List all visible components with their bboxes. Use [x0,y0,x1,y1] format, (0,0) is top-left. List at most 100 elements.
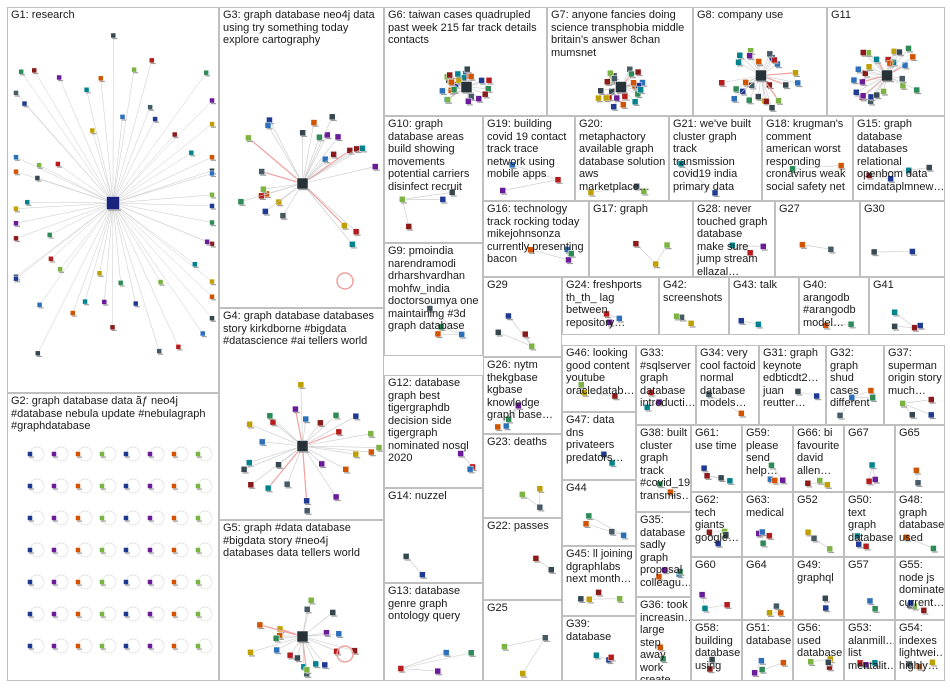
g42-vertex-shadow-1 [689,326,696,328]
g4-vertex-19 [269,418,277,426]
g26-vertex-shadow-1 [504,428,511,431]
g33-vertex-shadow-0 [645,410,652,412]
g49-graph [822,595,831,613]
g6-vertex-4 [444,96,451,103]
group-panel-g56: G56: used database [793,620,844,681]
g8-vertex-shadow-14 [777,103,784,105]
g1-vertex-10 [175,344,182,350]
g4-vertex-shadow-22 [268,418,275,420]
g2-vertex-shadow-37 [149,584,154,586]
g1-vertex-31 [34,175,41,181]
group-panel-g55: G55: node js dominate current… [895,557,945,620]
g7-vertex-shadow-4 [607,100,614,102]
g2-vertex-shadow-42 [77,616,82,618]
g1-vertex-19 [35,350,41,357]
g33-graph [643,389,664,412]
g4-vertex-18 [375,444,383,451]
g11-vertex-18 [860,49,867,56]
g4-vertex-shadow-15 [344,472,351,474]
g32-vertex-shadow-0 [850,400,857,402]
g7-vertex-shadow-23 [639,92,646,94]
g5-vertex-shadow-hub [298,642,310,644]
g44-vertex-1 [585,512,593,520]
g56-graph [807,655,835,672]
g29-vertex-2 [495,329,502,336]
g3-vertex-shadow-22 [263,214,270,216]
g52-vertex-2 [826,545,833,553]
g1-vertex-41 [83,86,90,93]
g1-vertex-shadow-4 [211,284,216,286]
g11-vertex-12 [855,65,862,73]
g48-vertex-shadow-1 [905,540,912,542]
g11-vertex-shadow-4 [869,99,876,102]
g1-vertex-8 [200,330,206,337]
g7-vertex-shadow-25 [599,93,606,95]
g38-vertex-shadow-1 [668,495,675,497]
g1-vertex-shadow-36 [23,106,29,108]
g48-vertex-shadow-0 [931,551,938,553]
g47-graph [600,451,617,468]
g29-vertex-1 [521,330,529,338]
g12-vertex-shadow-2 [468,472,475,474]
g4-vertex-16 [275,461,282,468]
g4-vertex-shadow-6 [369,436,376,438]
g2-vertex-shadow-20 [125,520,130,522]
g22-graph [532,555,556,574]
g7-vertex-shadow-24 [632,85,639,87]
g46-vertex-2 [611,392,619,400]
g57-vertex-shadow-1 [873,611,880,613]
g30-vertex-0 [870,248,878,256]
group-panel-g36: G36: took increasin… large step away wor… [636,597,691,681]
g37-vertex-shadow-1 [929,402,936,404]
g2-vertex-17 [51,515,57,521]
g5-vertex-5 [307,597,315,604]
g55-vertex-shadow-1 [922,613,929,615]
g45-vertex-shadow-3 [579,601,586,604]
g45-vertex-shadow-2 [597,595,604,597]
g60-vertex-1 [723,601,731,608]
g51-vertex-1 [758,657,765,664]
g6-vertex-shadow-25 [449,85,456,87]
g1-edge-12 [112,202,137,304]
g54-vertex-shadow-0 [917,669,924,671]
g8-vertex-shadow-10 [737,65,744,67]
g1-edge-51 [112,100,213,204]
g24-vertex-0 [603,310,610,318]
g15-edge-3 [869,170,909,176]
g65-vertex-1 [914,479,922,487]
g35-graph [655,566,685,581]
g3-edge-19 [263,183,303,190]
g6-vertex-22 [475,95,483,102]
g1-edge-42 [100,78,114,204]
g49-vertex-0 [822,595,829,602]
g3-vertex-16 [310,119,318,126]
g9-graph [426,305,467,339]
group-panel-g18: G18: krugman's comment american worst re… [762,116,853,201]
g2-vertex-41 [51,611,57,617]
g8-vertex-shadow-17 [741,94,748,96]
g8-vertex-shadow-0 [784,87,791,90]
g7-vertex-shadow-21 [615,101,622,103]
g29-vertex-3 [505,312,512,320]
g2-vertex-53 [147,643,153,649]
g4-edge-14 [267,445,303,489]
g1-vertex-shadow-12 [134,306,140,308]
g1-vertex-shadow-46 [150,62,156,65]
g28-edge-2 [732,244,764,247]
g15-vertex-shadow-0 [867,178,874,180]
g46-edge-2 [584,392,615,397]
g1-vertex-shadow-47 [149,109,155,111]
g4-vertex-shadow-0 [293,412,300,414]
g56-vertex-shadow-0 [828,662,835,664]
g15-graph [865,164,934,183]
group-panel-g6: G6: taiwan cases quadrupled past week 21… [384,7,547,116]
g27-graph [799,241,836,254]
g4-vertex-0 [292,405,299,413]
g56-vertex-3 [825,659,832,666]
g63-vertex-0 [766,532,773,539]
g27-vertex-1 [827,246,835,253]
g22-vertex-1 [548,566,555,573]
g1-vertex-shadow-21 [59,271,65,273]
g2-vertex-shadow-16 [29,520,34,522]
